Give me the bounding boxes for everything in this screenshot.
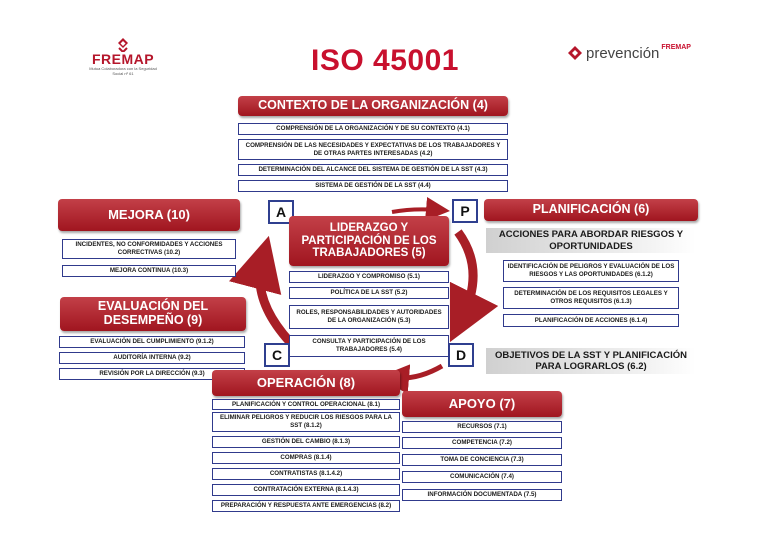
acciones-subtitle: ACCIONES PARA ABORDAR RIESGOS Y OPORTUNI… <box>486 228 696 253</box>
apoyo-item: INFORMACIÓN DOCUMENTADA (7.5) <box>402 489 562 501</box>
contexto-item: COMPRENSIÓN DE LA ORGANIZACIÓN Y DE SU C… <box>238 123 508 135</box>
liderazgo-item: LIDERAZGO Y COMPROMISO (5.1) <box>289 271 449 283</box>
arrow-c-to-a <box>229 235 294 346</box>
operacion-item: GESTIÓN DEL CAMBIO (8.1.3) <box>212 436 400 448</box>
liderazgo-item: CONSULTA Y PARTICIPACIÓN DE LOS TRABAJAD… <box>289 335 449 357</box>
fremap-logo: FREMAP Mutua Colaboradora con la Segurid… <box>88 38 158 76</box>
planificacion-header: PLANIFICACIÓN (6) <box>484 199 698 221</box>
operacion-item: CONTRATISTAS (8.1.4.2) <box>212 468 400 480</box>
arrow-d-to-c <box>379 363 444 395</box>
apoyo-item: COMPETENCIA (7.2) <box>402 437 562 449</box>
mejora-item: INCIDENTES, NO CONFORMIDADES Y ACCIONES … <box>62 239 236 259</box>
operacion-item: COMPRAS (8.1.4) <box>212 452 400 464</box>
prevencion-logo: prevención FREMAP <box>568 42 691 64</box>
prevencion-mark-icon <box>568 46 582 60</box>
objetivos-subtitle: OBJETIVOS DE LA SST Y PLANIFICACIÓN PARA… <box>486 348 696 374</box>
evaluacion-header: EVALUACIÓN DEL DESEMPEÑO (9) <box>60 297 246 331</box>
evaluacion-item: AUDITORÍA INTERNA (9.2) <box>59 352 245 364</box>
fremap-mark-icon <box>118 38 128 52</box>
pdca-letter-d: D <box>448 343 474 367</box>
pdca-letter-p: P <box>452 199 478 223</box>
planificacion-item: IDENTIFICACIÓN DE PELIGROS Y EVALUACIÓN … <box>503 260 679 282</box>
mejora-item: MEJORA CONTINUA (10.3) <box>62 265 236 277</box>
pdca-letter-c: C <box>264 343 290 367</box>
contexto-header: CONTEXTO DE LA ORGANIZACIÓN (4) <box>238 96 508 116</box>
contexto-item: COMPRENSIÓN DE LAS NECESIDADES Y EXPECTA… <box>238 139 508 160</box>
evaluacion-item: REVISIÓN POR LA DIRECCIÓN (9.3) <box>59 368 245 380</box>
prevencion-logo-word: prevención <box>586 44 660 62</box>
arrow-a-to-p <box>391 197 450 221</box>
apoyo-item: RECURSOS (7.1) <box>402 421 562 433</box>
operacion-item: ELIMINAR PELIGROS Y REDUCIR LOS RIESGOS … <box>212 412 400 432</box>
apoyo-item: TOMA DE CONCIENCIA (7.3) <box>402 454 562 466</box>
mejora-header: MEJORA (10) <box>58 199 240 231</box>
contexto-item: SISTEMA DE GESTIÓN DE LA SST (4.4) <box>238 180 508 192</box>
liderazgo-item: POLÍTICA DE LA SST (5.2) <box>289 287 449 299</box>
operacion-item: PREPARACIÓN Y RESPUESTA ANTE EMERGENCIAS… <box>212 500 400 512</box>
operacion-item: CONTRATACIÓN EXTERNA (8.1.4.3) <box>212 484 400 496</box>
arrow-p-to-d <box>449 229 499 343</box>
liderazgo-item: ROLES, RESPONSABILIDADES Y AUTORIDADES D… <box>289 305 449 329</box>
apoyo-item: COMUNICACIÓN (7.4) <box>402 471 562 483</box>
fremap-logo-subtitle: Mutua Colaboradora con la Seguridad Soci… <box>89 66 157 76</box>
planificacion-item: DETERMINACIÓN DE LOS REQUISITOS LEGALES … <box>503 287 679 309</box>
contexto-item: DETERMINACIÓN DEL ALCANCE DEL SISTEMA DE… <box>238 164 508 176</box>
evaluacion-item: EVALUACIÓN DEL CUMPLIMIENTO (9.1.2) <box>59 336 245 348</box>
operacion-item: PLANIFICACIÓN Y CONTROL OPERACIONAL (8.1… <box>212 399 400 410</box>
planificacion-item: PLANIFICACIÓN DE ACCIONES (6.1.4) <box>503 314 679 327</box>
prevencion-logo-tag: FREMAP <box>661 44 691 51</box>
apoyo-header: APOYO (7) <box>402 391 562 417</box>
liderazgo-header: LIDERAZGO Y PARTICIPACIÓN DE LOS TRABAJA… <box>289 216 449 266</box>
fremap-logo-text: FREMAP <box>91 51 155 67</box>
page-title: ISO 45001 <box>311 44 459 77</box>
operacion-header: OPERACIÓN (8) <box>212 370 400 396</box>
